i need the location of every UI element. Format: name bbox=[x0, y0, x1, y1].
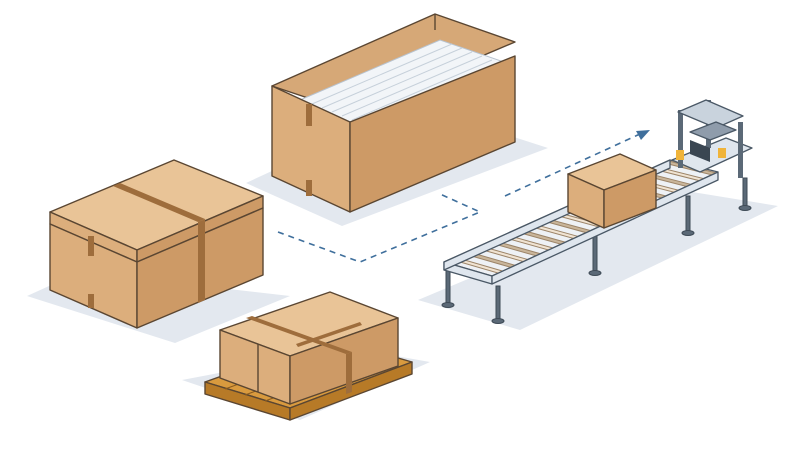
pallet-box-strap-a bbox=[246, 316, 352, 354]
conveyor-box bbox=[567, 153, 657, 229]
machine-top-frame bbox=[677, 99, 744, 129]
flow-path bbox=[277, 130, 650, 263]
case-sealer-icon bbox=[671, 99, 753, 178]
machine-post-right-front bbox=[738, 122, 743, 178]
open-box-tape-tab bbox=[306, 104, 312, 126]
machine-head bbox=[689, 121, 737, 141]
arrow-head-icon bbox=[636, 130, 650, 140]
machine-post-left-front bbox=[678, 110, 683, 168]
machine-inner-panel bbox=[690, 140, 710, 162]
pallet-box-strap-c bbox=[346, 352, 352, 394]
conveyor-legs bbox=[441, 177, 752, 324]
open-box-front-right bbox=[349, 55, 516, 213]
pallet-box-strap-b bbox=[296, 322, 362, 347]
closed-box-tape-tab bbox=[88, 236, 94, 256]
conveyor-box-right bbox=[603, 169, 657, 229]
closed-box-strap-b bbox=[198, 219, 205, 303]
closed-box-strap-a bbox=[113, 183, 205, 222]
pallet-box-right bbox=[289, 317, 399, 405]
machine-accent-right bbox=[718, 148, 726, 158]
open-box-tape-tab-bottom bbox=[306, 180, 312, 196]
palletized-box bbox=[204, 291, 413, 421]
closed-box-tape-tab-bottom bbox=[88, 294, 94, 308]
machine-accent-left bbox=[676, 150, 684, 160]
open-box-liner-ribs bbox=[311, 43, 493, 121]
flow-line-right bbox=[504, 133, 641, 197]
closed-box bbox=[49, 159, 264, 329]
open-box bbox=[271, 13, 516, 213]
